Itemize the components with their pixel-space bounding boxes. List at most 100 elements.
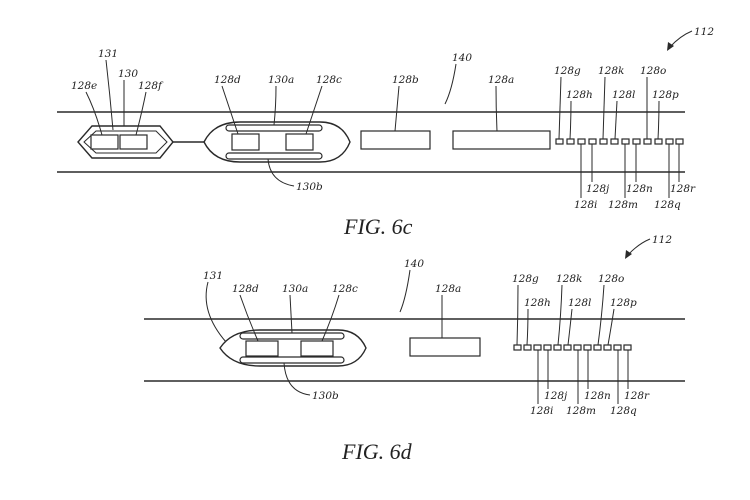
label-128c: 128c	[316, 74, 342, 86]
label-128c-d: 128c	[332, 283, 358, 295]
panel-130b-d	[239, 356, 345, 364]
leader-128h-d	[526, 308, 529, 346]
marker-128i-d	[533, 344, 542, 351]
leader-131	[105, 59, 114, 131]
label-128i: 128i	[574, 199, 597, 211]
label-128b: 128b	[392, 74, 419, 86]
marker-128j	[588, 138, 597, 145]
leader-128g-d	[516, 284, 519, 346]
marker-128g	[555, 138, 564, 145]
ref-label-112: 112	[694, 26, 714, 38]
object-128a-d	[409, 337, 481, 357]
leader-131-d	[205, 281, 227, 343]
leader-128f	[135, 91, 147, 136]
caption-fig-6d: FIG. 6d	[341, 439, 413, 464]
label-128k: 128k	[598, 65, 624, 77]
label-128e: 128e	[71, 80, 97, 92]
panel-130b	[225, 152, 323, 160]
leader-128a	[495, 85, 498, 132]
leader-128e	[85, 91, 103, 136]
marker-128n	[632, 138, 641, 145]
label-128a-d: 128a	[435, 283, 461, 295]
label-128k-d: 128k	[556, 273, 582, 285]
marker-128g-d	[513, 344, 522, 351]
leader-140	[444, 63, 457, 105]
label-130: 130	[118, 68, 138, 80]
label-128m-d: 128m	[566, 405, 596, 417]
marker-128k	[599, 138, 608, 145]
ref-arrowhead-112-d	[625, 250, 632, 259]
leader-128b	[394, 85, 400, 132]
marker-128h	[566, 138, 575, 145]
label-128d: 128d	[214, 74, 241, 86]
marker-128m-d	[573, 344, 582, 351]
label-128q-d: 128q	[610, 405, 637, 417]
ref-arrow-112-d	[627, 238, 651, 256]
marker-128o	[643, 138, 652, 145]
label-130b-d: 130b	[312, 390, 339, 402]
leader-128k-d	[557, 284, 563, 346]
sensor-128c-d	[300, 340, 334, 357]
leader-128k	[602, 76, 606, 140]
label-128n-d: 128n	[584, 390, 611, 402]
marker-128q	[665, 138, 674, 145]
label-128p-d: 128p	[610, 297, 637, 309]
figure-6d: 112 140 131 128d 130a 128c 130b 128a	[144, 234, 685, 464]
sensor-128d	[231, 133, 260, 151]
marker-128r-d	[623, 344, 632, 351]
label-128j: 128j	[586, 183, 610, 195]
label-131-d: 131	[203, 270, 223, 282]
label-130a-d: 130a	[282, 283, 308, 295]
label-128l: 128l	[612, 89, 635, 101]
marker-128m	[621, 138, 630, 145]
caption-fig-6c: FIG. 6c	[343, 214, 413, 239]
object-128a	[452, 130, 551, 150]
marker-128l	[610, 138, 619, 145]
lane-label-140: 140	[452, 52, 472, 64]
vehicle-131-inner	[83, 130, 168, 154]
marker-128i	[577, 138, 586, 145]
marker-128p	[654, 138, 663, 145]
label-128l-d: 128l	[568, 297, 591, 309]
label-128f: 128f	[138, 80, 164, 92]
label-128o-d: 128o	[598, 273, 624, 285]
label-128h: 128h	[566, 89, 593, 101]
leader-128h	[569, 100, 572, 140]
label-128a: 128a	[488, 74, 514, 86]
label-128p: 128p	[652, 89, 679, 101]
marker-128q-d	[613, 344, 622, 351]
marker-128n-d	[583, 344, 592, 351]
marker-128o-d	[593, 344, 602, 351]
leader-128l	[614, 100, 618, 140]
ref-arrowhead-112	[667, 42, 674, 51]
label-128o: 128o	[640, 65, 666, 77]
marker-128p-d	[603, 344, 612, 351]
vehicle-131-d	[219, 329, 367, 367]
sensor-128d-d	[245, 340, 279, 357]
leader-128p	[657, 100, 660, 140]
leader-130a	[273, 85, 277, 126]
label-128j-d: 128j	[544, 390, 568, 402]
label-128g: 128g	[554, 65, 581, 77]
marker-128r	[675, 138, 684, 145]
leader-128o-d	[597, 284, 605, 346]
leader-130b	[267, 158, 295, 187]
label-128m: 128m	[608, 199, 638, 211]
object-128b	[360, 130, 431, 150]
sensor-128e	[90, 134, 119, 150]
leader-130a-d	[289, 294, 293, 334]
label-131: 131	[98, 48, 118, 60]
leader-128d-d	[239, 294, 259, 342]
marker-128k-d	[553, 344, 562, 351]
leader-128c-d	[321, 294, 340, 342]
label-128h-d: 128h	[524, 297, 551, 309]
marker-128h-d	[523, 344, 532, 351]
label-128n: 128n	[626, 183, 653, 195]
label-128i-d: 128i	[530, 405, 553, 417]
label-128d-d: 128d	[232, 283, 259, 295]
marker-128j-d	[543, 344, 552, 351]
sensor-128f	[119, 134, 148, 150]
ref-arrow-112	[669, 30, 693, 48]
marker-row-d	[513, 344, 632, 351]
leader-128c	[305, 85, 323, 135]
